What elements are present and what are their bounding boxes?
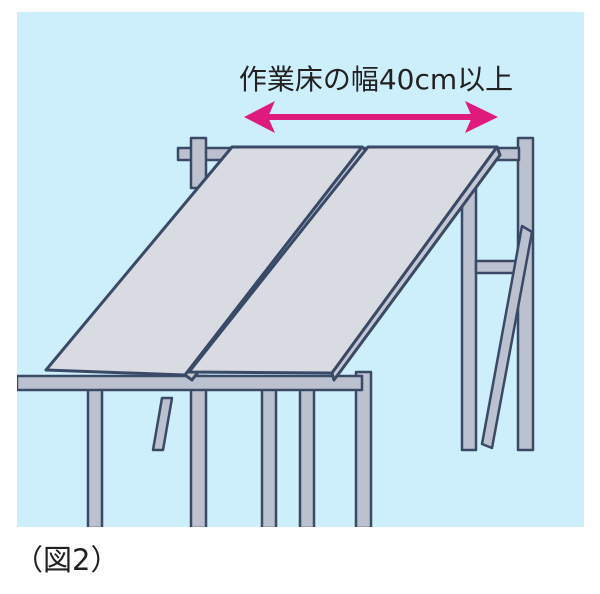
front-post-5 [354, 370, 373, 527]
front-post-1 [86, 386, 104, 527]
scaffold-frame [17, 136, 535, 527]
figure-caption: （図2） [14, 543, 120, 577]
width-arrow-right-head [465, 101, 498, 133]
width-arrow-left-head [244, 101, 275, 133]
right-diagonal-brace [480, 224, 534, 450]
width-arrow-shaft [268, 114, 472, 120]
right-post-inner [460, 186, 478, 452]
front-post-2 [189, 374, 208, 527]
scaffold-diagram: 作業床の幅40cm以上 [17, 12, 584, 527]
front-post-3 [260, 386, 278, 527]
platform-board-right-edge [330, 145, 502, 382]
width-arrow [244, 101, 498, 133]
right-crossbar [474, 259, 520, 275]
work-platform [44, 145, 502, 382]
front-diagonal-brace [151, 396, 174, 452]
width-label: 作業床の幅40cm以上 [239, 63, 513, 96]
front-post-4 [298, 386, 316, 527]
